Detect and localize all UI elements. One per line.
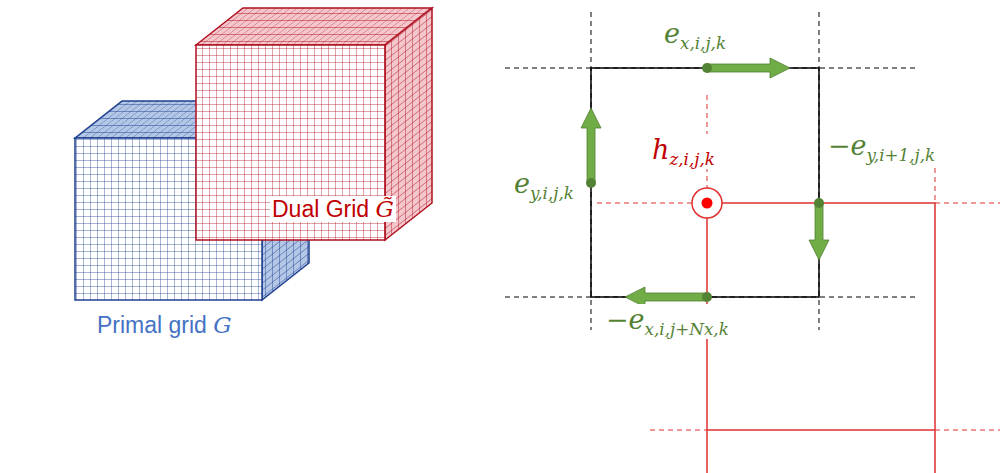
label-symbol: G̃ <box>376 196 394 222</box>
grid-caption: Dual Grid G̃ <box>270 196 396 222</box>
label-subscript: x,i,j+Nx,k <box>645 319 729 339</box>
hz-symbol <box>692 188 722 218</box>
field-label: ey,i,j,k <box>512 168 576 203</box>
label-main: −e <box>828 130 867 161</box>
field-label: hz,i,j,k <box>650 134 717 169</box>
dual-cell <box>707 203 935 473</box>
edge-points <box>586 63 824 302</box>
label-subscript: y,i,j,k <box>530 183 574 203</box>
grid-caption: Primal grid G <box>95 312 234 338</box>
label-symbol: G <box>213 312 231 338</box>
dual-dashed-grid <box>597 95 1000 430</box>
label-main: Dual Grid <box>272 196 376 222</box>
primal-dashed-grid <box>505 12 915 330</box>
label-main: e <box>664 18 680 49</box>
label-subscript: y,i+1,j,k <box>867 145 936 165</box>
label-main: e <box>514 168 530 199</box>
field-label: ex,i,j,k <box>662 18 728 53</box>
field-arrows <box>581 58 829 307</box>
field-label: −ex,i,j+Nx,k <box>604 304 731 339</box>
label-subscript: x,i,j,k <box>680 33 726 53</box>
label-subscript: z,i,j,k <box>669 149 714 169</box>
label-main: Primal grid <box>97 312 213 338</box>
field-label: −ey,i+1,j,k <box>826 130 937 165</box>
label-main: h <box>652 134 669 165</box>
dual-cube <box>196 8 432 240</box>
label-main: −e <box>606 304 645 335</box>
primal-cell <box>591 68 819 297</box>
